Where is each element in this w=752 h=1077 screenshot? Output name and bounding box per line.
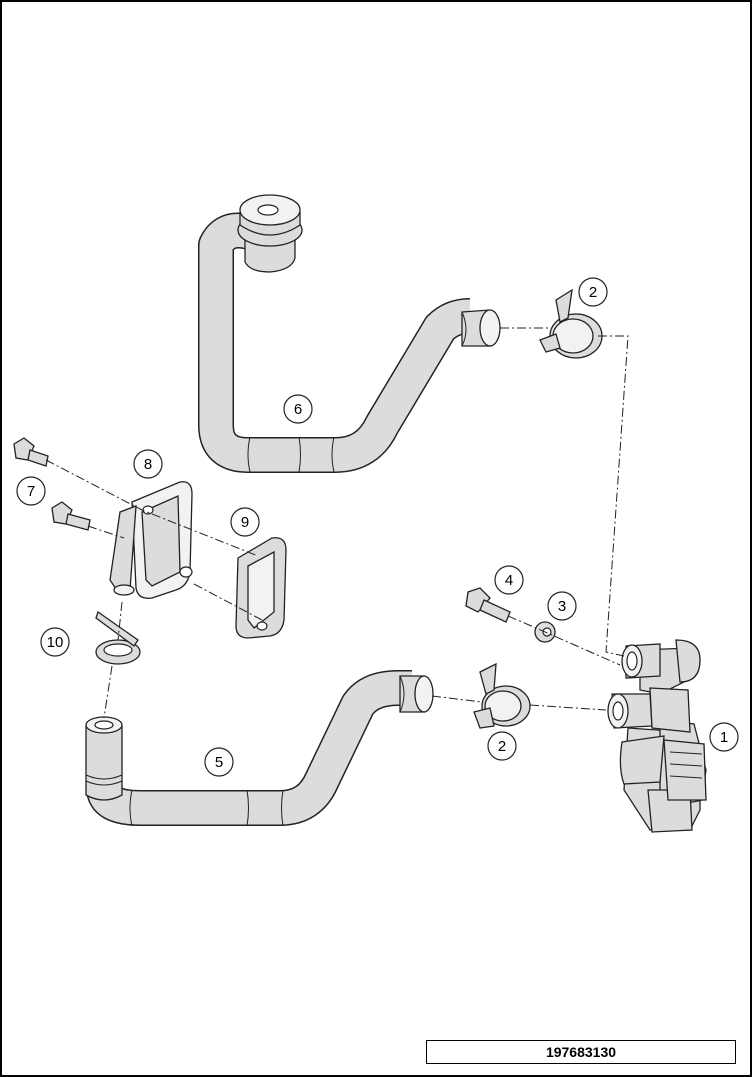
bracket-8 — [109, 481, 193, 599]
cover-9 — [235, 537, 287, 639]
callout-6: 6 — [283, 394, 313, 424]
leader-lines — [45, 327, 629, 719]
clamp-lower — [473, 662, 531, 729]
clamp-upper — [539, 288, 603, 359]
callout-5: 5 — [204, 747, 234, 777]
callout-label: 3 — [558, 598, 566, 615]
callout-9: 9 — [230, 507, 260, 537]
callout-label: 1 — [720, 729, 728, 746]
callout-label: 8 — [144, 456, 152, 473]
callout-4: 4 — [494, 565, 524, 595]
figure-number-box: 197683130 — [426, 1040, 736, 1064]
callout-label: 2 — [498, 738, 506, 755]
callout-label: 6 — [294, 401, 302, 418]
callout-8: 8 — [133, 449, 163, 479]
callout-1: 1 — [709, 722, 739, 752]
hose-5 — [85, 670, 434, 827]
valve-assembly — [607, 639, 707, 833]
callout-label: 9 — [241, 514, 249, 531]
cable-tie-10 — [95, 610, 141, 665]
callout-label: 4 — [505, 572, 513, 589]
callout-10: 10 — [40, 627, 70, 657]
callout-label: 7 — [27, 483, 35, 500]
callout-label: 10 — [47, 634, 64, 651]
callout-label: 2 — [589, 284, 597, 301]
hose-6 — [198, 194, 501, 473]
figure-number: 197683130 — [545, 1044, 617, 1060]
callout-2-lower: 2 — [487, 731, 517, 761]
callout-7: 7 — [16, 476, 46, 506]
callout-3: 3 — [547, 591, 577, 621]
bolt-4 — [465, 587, 511, 623]
bolts-7 — [13, 437, 91, 531]
callout-2-upper: 2 — [578, 277, 608, 307]
callout-label: 5 — [215, 754, 223, 771]
